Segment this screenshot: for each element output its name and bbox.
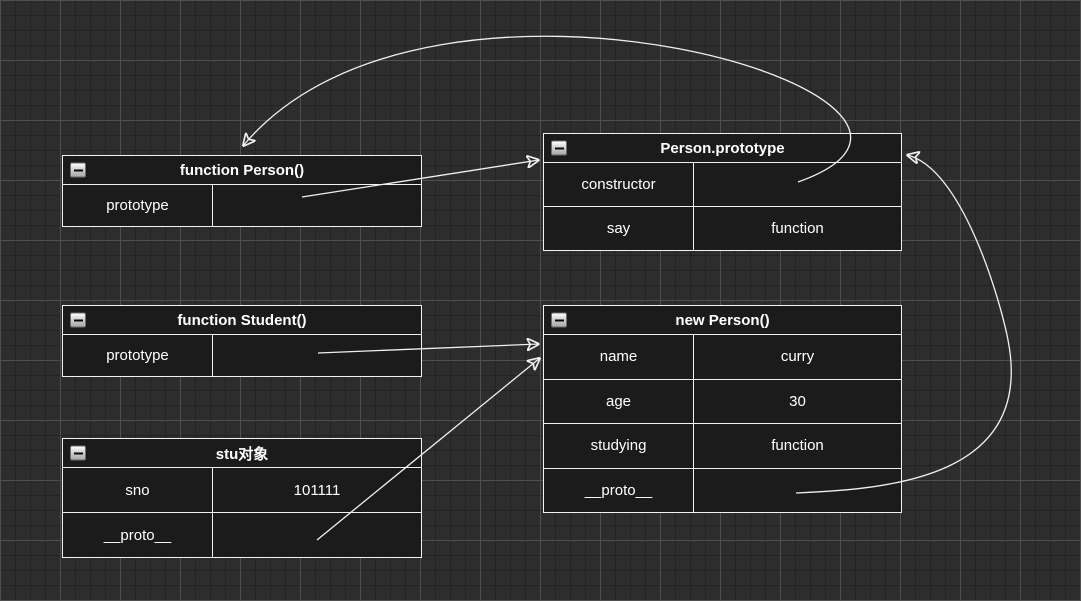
table-row[interactable]: age 30 — [544, 378, 901, 423]
row-label-cell[interactable]: studying — [544, 424, 694, 468]
collapse-icon[interactable] — [70, 162, 86, 178]
row-label-cell[interactable]: constructor — [544, 163, 694, 206]
table-row[interactable]: say function — [544, 206, 901, 250]
row-label-cell[interactable]: prototype — [63, 335, 213, 376]
table-row[interactable]: constructor — [544, 163, 901, 206]
table-header[interactable]: function Person() — [63, 156, 421, 185]
row-value-cell[interactable]: 101111 — [293, 481, 341, 499]
row-value-cell[interactable]: 30 — [789, 392, 806, 410]
collapse-icon[interactable] — [70, 445, 86, 461]
row-value-cell[interactable]: function — [771, 437, 824, 455]
row-label-cell[interactable]: __proto__ — [544, 468, 694, 512]
table-row[interactable]: sno 101111 — [63, 468, 421, 512]
minus-glyph — [554, 147, 564, 149]
table-header[interactable]: stu对象 — [63, 439, 421, 468]
table-title: Person.prototype — [660, 139, 785, 157]
table-header[interactable]: Person.prototype — [544, 134, 901, 163]
minus-glyph — [73, 319, 83, 321]
row-label-cell[interactable]: name — [544, 335, 694, 379]
collapse-icon[interactable] — [70, 312, 86, 328]
table-row[interactable]: __proto__ — [63, 512, 421, 557]
row-label-cell[interactable]: say — [544, 207, 694, 250]
minus-glyph — [73, 169, 83, 171]
minus-glyph — [73, 452, 83, 454]
row-label-cell[interactable]: prototype — [63, 185, 213, 226]
table-row[interactable]: prototype — [63, 185, 421, 226]
table-row[interactable]: name curry — [544, 335, 901, 379]
row-value-cell[interactable] — [213, 185, 421, 226]
row-value-cell[interactable] — [694, 163, 901, 206]
row-value-cell[interactable]: function — [771, 220, 824, 237]
table-title: function Student() — [177, 311, 307, 329]
row-label-cell[interactable]: __proto__ — [63, 513, 213, 557]
row-value-cell[interactable]: curry — [780, 348, 815, 366]
table-header[interactable]: new Person() — [544, 306, 901, 335]
table-row[interactable]: studying function — [544, 423, 901, 468]
table-title: stu对象 — [215, 445, 269, 463]
row-value-cell[interactable] — [213, 513, 421, 557]
minus-glyph — [554, 319, 564, 321]
table-header[interactable]: function Student() — [63, 306, 421, 335]
table-box-function-student[interactable]: function Student() prototype — [62, 305, 422, 377]
table-row[interactable]: __proto__ — [544, 467, 901, 513]
table-row[interactable]: prototype — [63, 335, 421, 376]
row-label-cell[interactable]: sno — [63, 468, 213, 512]
table-title: new Person() — [675, 311, 770, 329]
row-value-cell[interactable] — [213, 335, 421, 376]
row-value-cell[interactable] — [694, 469, 901, 513]
collapse-icon[interactable] — [551, 140, 567, 156]
table-box-function-person[interactable]: function Person() prototype — [62, 155, 422, 227]
table-box-stu-object[interactable]: stu对象 sno 101111 __proto__ — [62, 438, 422, 558]
row-label-cell[interactable]: age — [544, 379, 694, 423]
table-box-new-person[interactable]: new Person() name curry age 30 studying … — [543, 305, 902, 513]
collapse-icon[interactable] — [551, 312, 567, 328]
table-box-person-prototype[interactable]: Person.prototype constructor say functio… — [543, 133, 902, 251]
table-title: function Person() — [179, 161, 305, 179]
